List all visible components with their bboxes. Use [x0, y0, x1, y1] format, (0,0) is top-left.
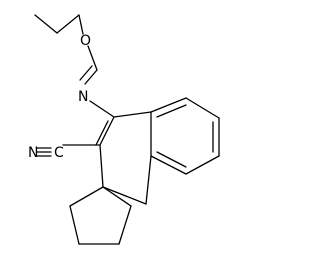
bond-aromatic-4	[185, 155, 220, 175]
nitrile-nitrogen-label: N	[28, 145, 38, 161]
bond-ring-c1-c2-double-inner	[95, 120, 109, 146]
oxygen-label: O	[80, 33, 91, 49]
bond-imidate-cn-double-2	[79, 65, 93, 81]
bond-ring-c1-c2-double-outer	[99, 116, 115, 146]
bond-oxygen-imidate-carbon	[87, 45, 98, 71]
molecule-structure: O N N C	[28, 14, 220, 245]
bond-ring-c2-spiro	[99, 144, 104, 188]
bond-ethyl-c1-c2	[34, 14, 58, 34]
bond-imine-nitrogen-ring	[89, 100, 115, 118]
bond-ring-spiro-c4	[102, 186, 147, 205]
bond-aromatic-5	[150, 155, 187, 175]
bond-cyclopentane-1	[69, 186, 104, 207]
bond-aromatic-1	[150, 97, 187, 113]
bond-ring-c4-c4a	[145, 155, 152, 205]
bond-ethyl-c2-c3	[56, 14, 80, 34]
imine-nitrogen-label: N	[78, 89, 88, 105]
nitrile-carbon-label: C	[54, 145, 64, 161]
bond-aromatic-inner-3	[156, 151, 187, 168]
bond-aromatic-inner-1	[156, 104, 187, 118]
bond-ch2-oxygen	[78, 14, 84, 35]
bond-aromatic-2	[185, 97, 220, 119]
bond-cyclopentane-5	[102, 186, 132, 207]
bond-cyclopentane-4	[118, 205, 132, 245]
bond-cyclopentane-2	[69, 205, 80, 245]
bond-ring-c1-c8a	[113, 111, 152, 118]
bond-imidate-cn-double-1	[84, 69, 98, 85]
